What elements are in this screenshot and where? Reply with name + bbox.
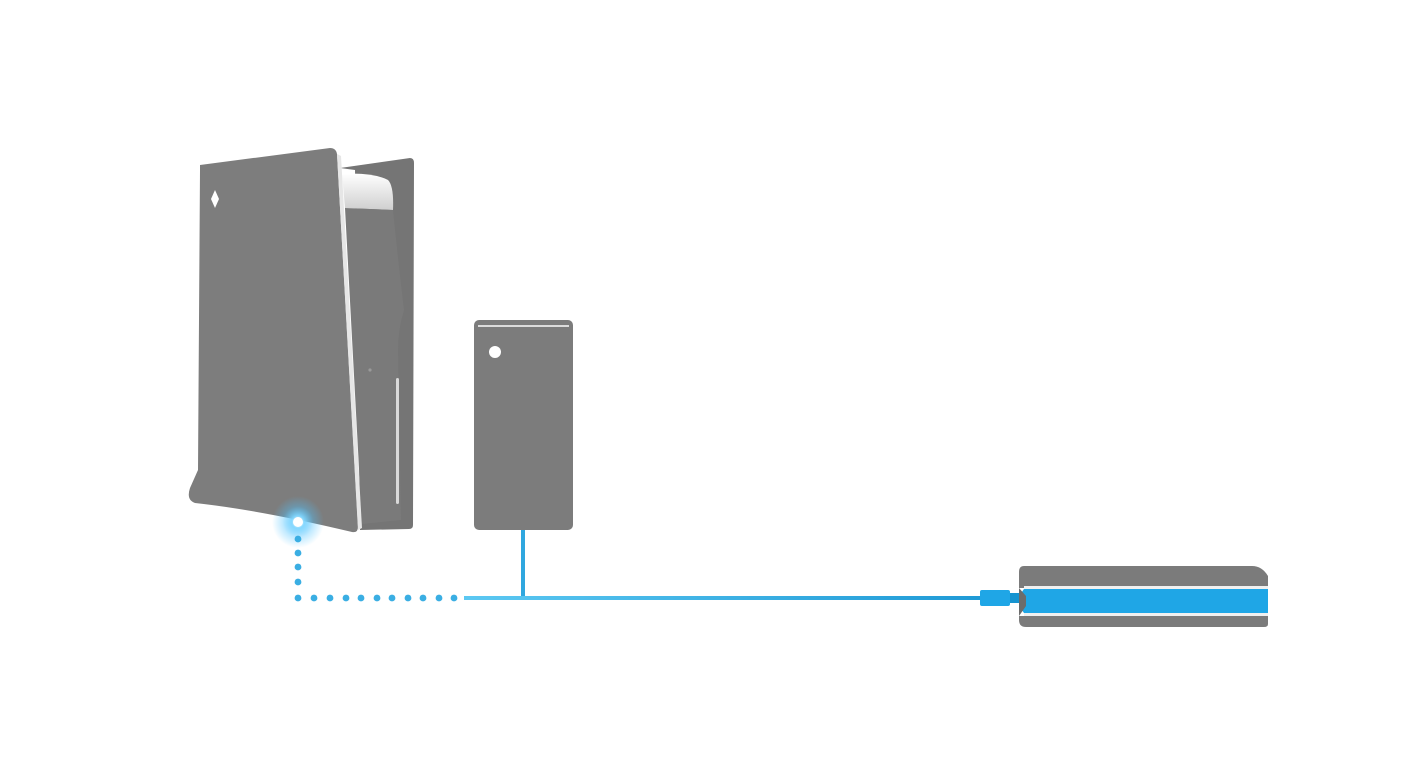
cable-dot bbox=[326, 594, 334, 602]
hub-top-edge bbox=[478, 325, 569, 327]
drive-blue-band bbox=[1019, 589, 1268, 613]
console-core bbox=[345, 208, 404, 524]
power-brick-icon bbox=[474, 320, 573, 530]
cable-dot bbox=[294, 563, 302, 571]
external-drive-icon bbox=[1019, 566, 1268, 627]
cable-dot bbox=[388, 594, 396, 602]
cable-dot bbox=[435, 594, 443, 602]
console-top-vent bbox=[342, 173, 394, 210]
console-front-edge bbox=[337, 154, 362, 530]
cable-connector bbox=[980, 590, 1010, 606]
cable-dot bbox=[294, 578, 302, 586]
cable-dot bbox=[419, 594, 427, 602]
cable-dot bbox=[294, 535, 302, 543]
hub-cable-drop bbox=[521, 530, 525, 599]
solid-cable bbox=[464, 530, 1020, 606]
console-front-panel bbox=[188, 148, 358, 533]
cable-connector-tip bbox=[1010, 593, 1020, 603]
cable-dot bbox=[294, 549, 302, 557]
hub-indicator-dot bbox=[489, 346, 501, 358]
status-light-icon bbox=[272, 496, 324, 548]
console-side-dot bbox=[368, 368, 372, 372]
cable-dot bbox=[310, 594, 318, 602]
game-console-icon bbox=[188, 148, 414, 533]
drive-port-notch bbox=[1019, 588, 1026, 616]
cable-dot bbox=[450, 594, 458, 602]
cable-dot bbox=[357, 594, 365, 602]
drive-bottom-shell bbox=[1019, 616, 1268, 627]
cable-dot bbox=[373, 594, 381, 602]
drive-top-shell bbox=[1019, 566, 1268, 588]
console-logo-mark bbox=[211, 190, 219, 208]
cable-dot bbox=[404, 594, 412, 602]
dotted-cable bbox=[294, 535, 458, 602]
hub-body bbox=[474, 320, 573, 530]
cable-dot bbox=[294, 594, 302, 602]
drive-bottom-highlight bbox=[1024, 613, 1268, 616]
status-light-core bbox=[293, 517, 303, 527]
console-side-slot bbox=[396, 378, 399, 504]
main-cable bbox=[464, 596, 982, 600]
drive-top-highlight bbox=[1024, 586, 1268, 589]
cable-dot bbox=[342, 594, 350, 602]
